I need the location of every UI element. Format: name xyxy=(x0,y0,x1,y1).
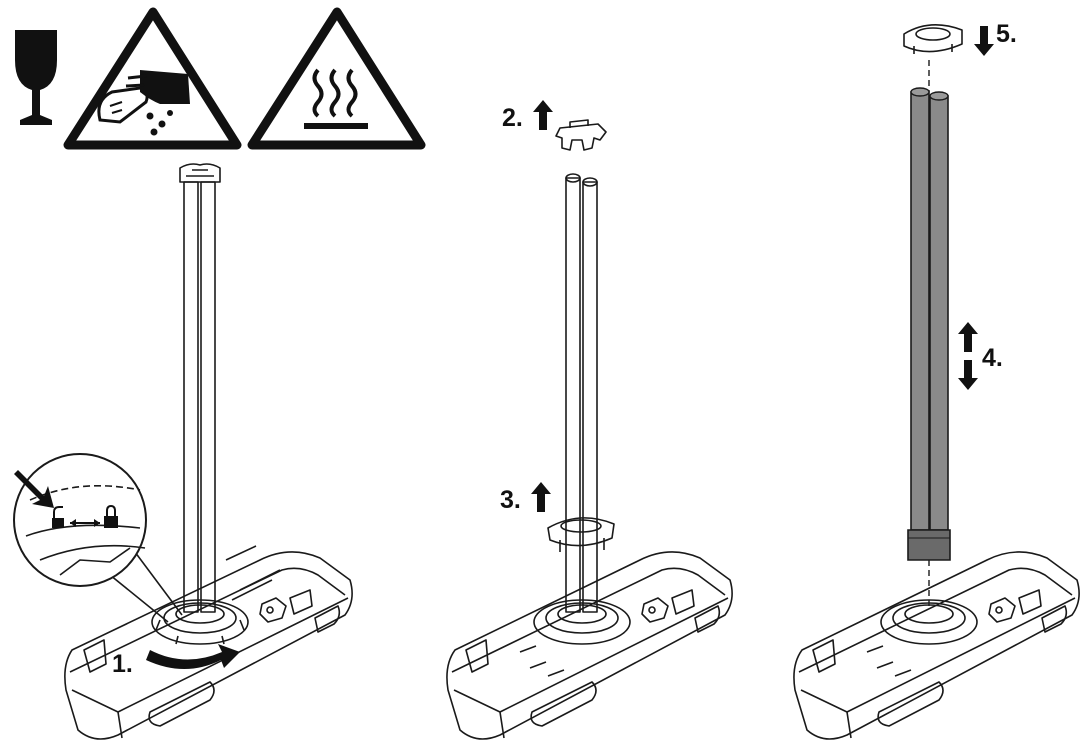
unlock-icon xyxy=(52,506,64,528)
hot-surface-warning-icon xyxy=(247,7,426,150)
panel-step-1: 1. xyxy=(13,163,353,740)
step-label-5: 5. xyxy=(996,20,1017,48)
lamp-housing-2 xyxy=(446,551,733,740)
uv-lamp-1 xyxy=(179,163,221,613)
lamp-clip-top xyxy=(555,119,607,151)
pointer-arrow-icon xyxy=(14,470,54,508)
up-arrow-icon xyxy=(531,482,551,512)
step-label-4: 4. xyxy=(982,344,1003,372)
up-arrow-icon xyxy=(533,100,553,130)
step-label-2: 2. xyxy=(502,104,523,132)
lock-detail-callout xyxy=(13,453,183,623)
lamp-ring-clip xyxy=(547,517,615,552)
panel-step-2-3: 2. 3. xyxy=(446,100,733,740)
step-label-3: 3. xyxy=(500,486,521,514)
rotate-arrow-icon xyxy=(146,644,240,669)
down-arrow-icon xyxy=(958,360,978,390)
corrosive-warning-icon xyxy=(63,7,242,150)
step-label-1: 1. xyxy=(112,650,133,678)
lamp-ring-clip-top xyxy=(903,24,963,54)
uv-lamp-new xyxy=(907,87,951,561)
lamp-housing-3 xyxy=(793,551,1080,740)
up-arrow-icon xyxy=(958,322,978,352)
lock-icon xyxy=(104,504,118,528)
uv-lamp-2 xyxy=(565,173,598,613)
down-arrow-icon xyxy=(974,26,994,56)
fragile-glass-icon xyxy=(15,30,57,125)
lock-arrow-icon xyxy=(70,519,100,527)
panel-step-4-5: 5. 4. xyxy=(793,20,1080,740)
